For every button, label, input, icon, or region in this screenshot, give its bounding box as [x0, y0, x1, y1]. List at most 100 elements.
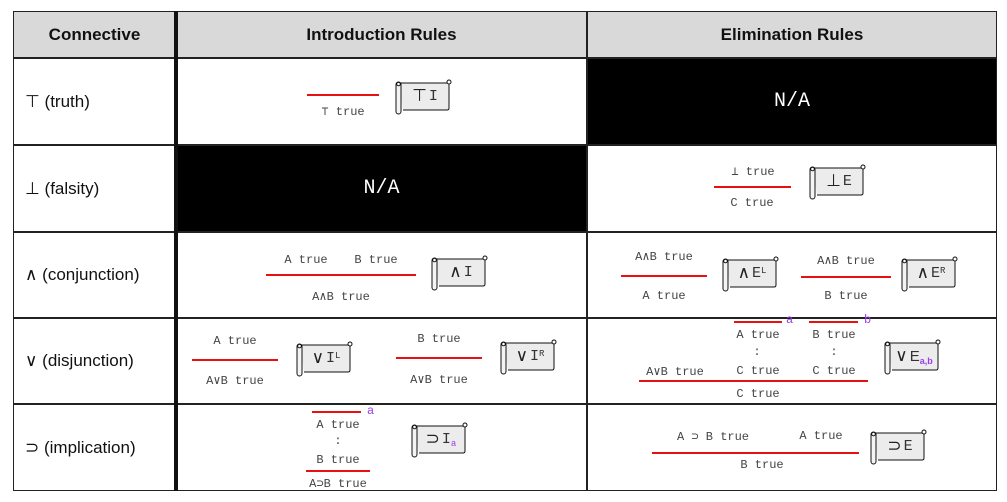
hypothesis-a: A true [736, 328, 780, 342]
derived-premise: B true [316, 453, 360, 467]
header-connective: Connective [13, 11, 176, 58]
derivation-dots-b: : [830, 345, 838, 359]
inference-line [307, 94, 379, 96]
conclusion: A∧B true [312, 290, 370, 304]
operator: ∧ [916, 263, 930, 283]
hypothesis: A true [316, 418, 360, 432]
operator: ⊤ [412, 86, 427, 106]
connective-falsity: ⊥ (falsity) [13, 145, 176, 232]
inference-rules-table: Connective Introduction Rules Eliminatio… [13, 11, 997, 491]
discharge-line [312, 411, 361, 413]
inference-line [652, 452, 859, 454]
header-introduction: Introduction Rules [176, 11, 587, 58]
rule-kind: E [903, 437, 913, 455]
rule-superscript: L [761, 266, 767, 276]
rule-kind: I [463, 263, 473, 281]
premise-2: B true [354, 253, 398, 267]
falsity-intro-na: N/A [176, 145, 587, 232]
inference-line [192, 359, 278, 361]
scroll-icon [870, 429, 927, 465]
scroll-icon [500, 339, 557, 375]
inference-line [396, 357, 482, 359]
rule-kind: I [326, 349, 336, 367]
operator: ∧ [737, 263, 751, 283]
conclusion: A⊃B true [309, 477, 367, 491]
inference-line [714, 186, 791, 188]
rule-kind: I [530, 347, 540, 365]
premise: A∧B true [635, 250, 693, 264]
conclusion: B true [740, 458, 784, 472]
rule-superscript: R [539, 349, 545, 359]
inference-line [266, 274, 416, 276]
rule-kind: I [428, 87, 438, 105]
premise: B true [417, 332, 461, 346]
hypothesis-label-b: b [864, 313, 872, 327]
operator: ∨ [311, 348, 325, 368]
rule-subscript: a [450, 439, 457, 449]
premise-2: A true [799, 429, 843, 443]
scroll-icon [722, 256, 779, 292]
operator: ∧ [449, 262, 462, 282]
implication-intro-cell [176, 404, 587, 491]
operator: ⊥ [826, 171, 841, 191]
premise: ⊥ true [731, 165, 775, 179]
conclusion: ⊤ true [321, 105, 365, 119]
inference-line [801, 276, 891, 278]
scroll-icon [431, 255, 488, 291]
inference-line [621, 275, 707, 277]
premise-1: A true [284, 253, 328, 267]
operator: ⊃ [425, 429, 440, 449]
rule-superscript: R [940, 266, 946, 276]
rule-name-conjunction-intro: ∧I [427, 254, 489, 292]
column-divider [174, 11, 178, 491]
rule-superscript: L [335, 351, 341, 361]
truth-elim-na: N/A [587, 58, 997, 145]
rule-name-truth-intro: ⊤I [391, 78, 453, 116]
rule-name-implication-elim: ⊃E [866, 428, 928, 466]
scroll-icon [296, 341, 353, 377]
rule-name-falsity-elim: ⊥E [805, 163, 867, 201]
conclusion: A∨B true [410, 373, 468, 387]
conclusion: B true [824, 289, 868, 303]
major-premise: A∨B true [646, 365, 704, 379]
inference-line [639, 380, 868, 382]
scroll-icon [395, 79, 452, 115]
rule-kind: E [842, 172, 852, 190]
minor-premise-2: C true [812, 364, 856, 378]
rule-kind: E [931, 264, 941, 282]
scroll-icon [901, 256, 958, 292]
derivation-dots-a: : [753, 345, 761, 359]
falsity-elim-cell [587, 145, 997, 232]
connective-implication: ⊃ (implication) [13, 404, 176, 491]
header-elimination: Elimination Rules [587, 11, 997, 58]
rule-kind: E [909, 347, 920, 365]
connective-truth: ⊤ (truth) [13, 58, 176, 145]
hypothesis-label-a: a [786, 313, 794, 327]
premise: A true [213, 334, 257, 348]
derivation-dots: : [334, 434, 342, 448]
operator: ∨ [895, 346, 908, 366]
conclusion: C true [730, 196, 774, 210]
hypothesis-label: a [367, 404, 375, 418]
minor-premise-1: C true [736, 364, 780, 378]
premise-1: A ⊃ B true [676, 430, 750, 444]
conclusion: A∨B true [206, 374, 264, 388]
premise: A∧B true [817, 254, 875, 268]
scroll-icon [411, 422, 468, 458]
rule-subscript: a,b [919, 356, 933, 366]
discharge-line-b [809, 321, 858, 323]
conclusion: C true [736, 387, 780, 401]
connective-conjunction: ∧ (conjunction) [13, 232, 176, 318]
discharge-line-a [734, 321, 782, 323]
scroll-icon [884, 339, 941, 375]
conclusion: A true [642, 289, 686, 303]
truth-intro-cell [176, 58, 587, 145]
rule-kind: E [752, 264, 762, 282]
rule-kind: I [441, 430, 451, 448]
